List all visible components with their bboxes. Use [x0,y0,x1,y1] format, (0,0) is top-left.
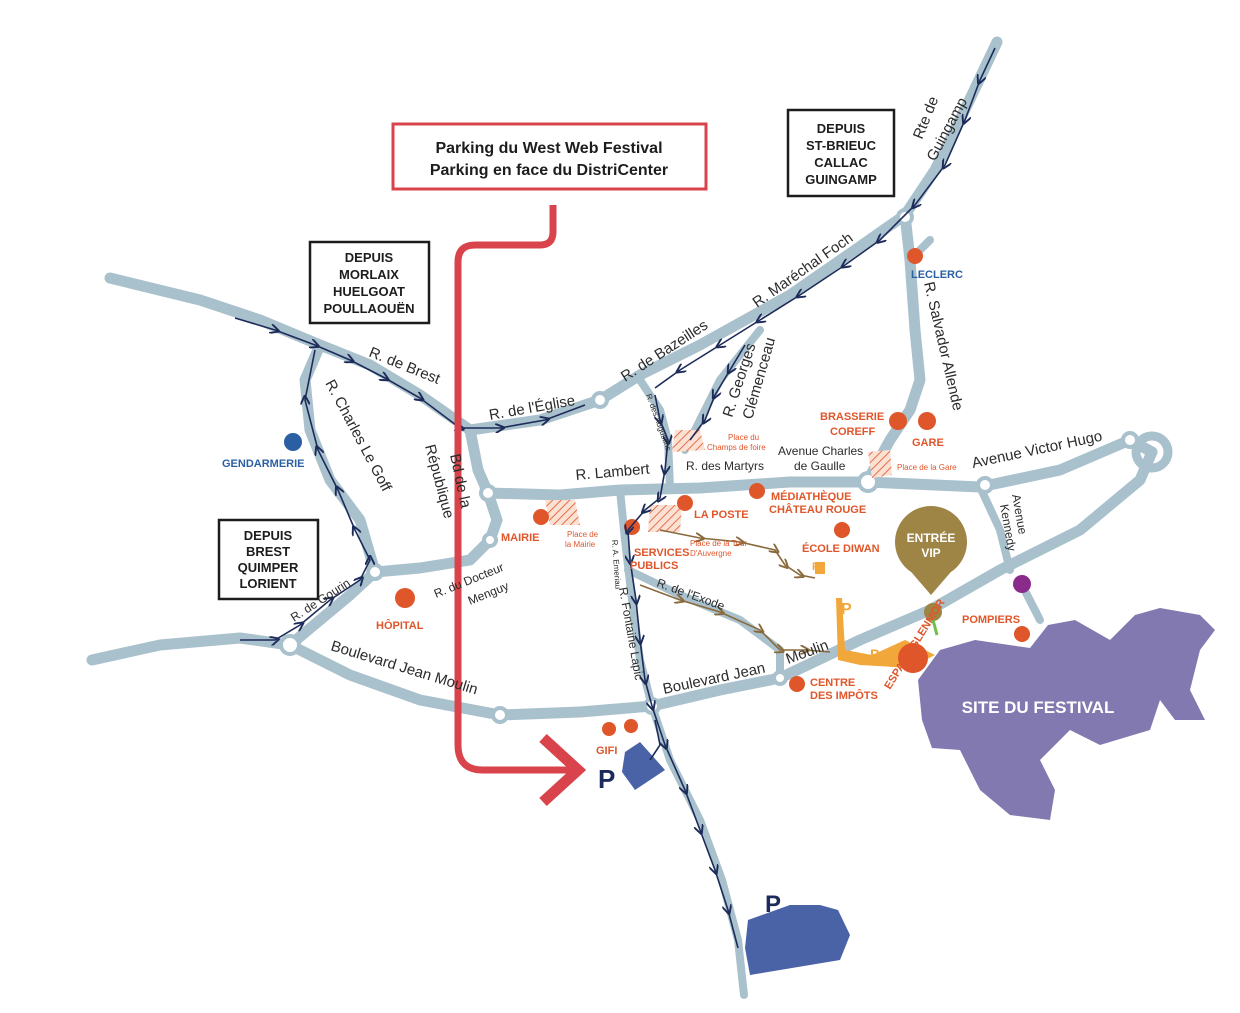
street-marechal-foch: R. Maréchal Foch [750,229,857,311]
street-fontaine-lapic: R. Fontaine Lapic [616,586,646,681]
poi-brasserie-2: COREFF [830,426,876,438]
poi-services-1: SERVICES [634,547,689,559]
st-brieuc-line2: ST-BRIEUC [806,138,877,153]
route-arrows [234,47,996,949]
poi-mairie: MAIRIE [501,532,540,544]
brest-line4: LORIENT [239,576,296,591]
morlaix-line3: HUELGOAT [333,284,405,299]
site-festival-label: SITE DU FESTIVAL [962,698,1115,717]
st-brieuc-line3: CALLAC [814,155,868,170]
vip-line2: VIP [921,546,940,560]
place-labels: Place du Champs de foire Place de la Mai… [565,433,957,558]
origin-box-brest: DEPUIS BREST QUIMPER LORIENT [217,518,320,601]
place-mairie-2: la Mairie [565,540,596,549]
brest-line1: DEPUIS [244,528,293,543]
street-emeriau: R. A. Emeriau [610,540,622,590]
place-tour-auvergne-2: D'Auvergne [690,549,732,558]
place-champ-foire-1: Place du [728,433,759,442]
poi-mediatheque-1: MÉDIATHÈQUE [771,490,851,503]
street-charles-de-gaulle-2: de Gaulle [794,459,846,473]
st-brieuc-line1: DEPUIS [817,121,866,136]
poi-impots-2: DES IMPÔTS [810,689,878,702]
place-gare: Place de la Gare [897,463,957,472]
street-lambert: R. Lambert [575,461,651,484]
poi-gare: GARE [912,437,944,449]
poi-hopital: HÔPITAL [376,619,424,632]
poi-ecole-diwan: ÉCOLE DIWAN [802,542,880,555]
parking-p-south: P [765,891,781,918]
poi-brasserie-1: BRASSERIE [820,411,884,423]
st-brieuc-line4: GUINGAMP [805,172,877,187]
callout-line1: Parking du West Web Festival [435,140,662,157]
poi-mediatheque-2: CHÂTEAU ROUGE [769,503,866,516]
poi-la-poste: LA POSTE [694,509,749,521]
street-charles-de-gaulle-1: Avenue Charles [778,444,863,458]
poi-services-2: PUBLICS [630,560,678,572]
place-champ-foire-2: Champs de foire [707,443,766,452]
parking-callout-route [454,205,587,807]
origin-box-st-brieuc: DEPUIS ST-BRIEUC CALLAC GUINGAMP [786,108,896,198]
parking-p-orange-2: P [870,646,879,662]
morlaix-line1: DEPUIS [345,250,394,265]
brest-line3: QUIMPER [238,560,299,575]
callout-line2: Parking en face du DistriCenter [430,162,668,179]
blue-parkings: P P [598,742,850,975]
parking-p-orange-3: P [812,561,819,573]
poi-gifi: GIFI [596,745,617,757]
morlaix-line4: POULLAOUËN [324,301,415,316]
place-mairie-1: Place de [567,530,599,539]
vip-line1: ENTRÉE [907,530,956,545]
poi-pompiers: POMPIERS [962,614,1020,626]
street-salvador-allende: R. Salvador Allende [920,280,966,412]
festival-site: SITE DU FESTIVAL [918,608,1215,820]
street-kennedy-1: Avenue [1009,493,1030,536]
poi-impots-1: CENTRE [810,677,855,689]
poi-gendarmerie: GENDARMERIE [222,458,305,470]
poi-leclerc: LECLERC [911,269,963,281]
street-martyrs: R. des Martyrs [686,459,764,473]
parking-p-orange-1: P [841,601,852,618]
origin-box-morlaix: DEPUIS MORLAIX HUELGOAT POULLAOUËN [308,240,431,325]
brest-line2: BREST [246,544,290,559]
parking-p-gifi: P [598,764,615,794]
parking-callout-box: Parking du West Web Festival Parking en … [391,122,708,191]
entree-vip-marker: ENTRÉE VIP [895,506,967,636]
morlaix-line2: MORLAIX [339,267,399,282]
place-tour-auvergne-1: Place de la Tour [690,539,748,548]
